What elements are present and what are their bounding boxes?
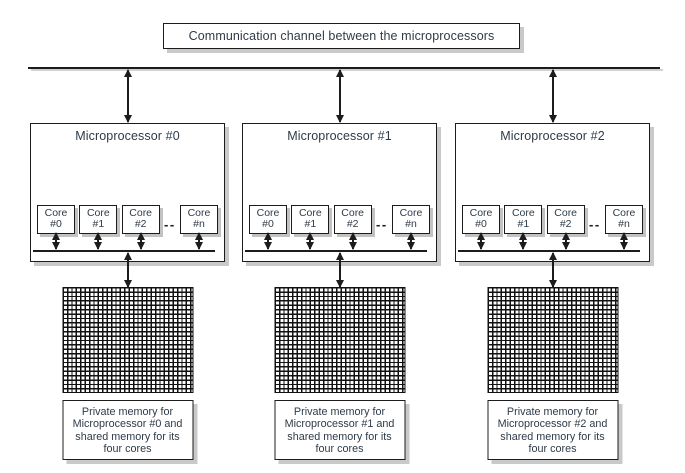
- double-arrow-icon: [267, 233, 269, 249]
- core-box: Core #0: [462, 205, 500, 249]
- double-arrow-icon: [522, 233, 525, 249]
- core-box: Core #2: [333, 205, 372, 249]
- double-arrow-icon: [139, 233, 142, 249]
- microprocessor-box-2: Microprocessor #2 Core #0 Core #1 Core #…: [455, 123, 650, 262]
- internal-bus-line: [245, 250, 427, 252]
- microprocessor-box-1: Microprocessor #1 Core #0 Core #1 Core #…: [242, 123, 437, 262]
- cores-row: Core #0 Core #1 Core #2 -- Core #n: [37, 205, 218, 249]
- core-label-line: #1: [304, 218, 317, 230]
- core-label-line: #0: [475, 218, 487, 230]
- caption-line: four cores: [528, 443, 577, 456]
- double-arrow-icon: [480, 233, 482, 249]
- core-label-line: Core: [341, 206, 365, 219]
- memory-grid: [62, 287, 193, 393]
- caption-line: Private memory for: [81, 405, 174, 418]
- core-label-line: #1: [92, 218, 105, 230]
- memory-grid: [274, 287, 405, 393]
- core-label-line: Core: [129, 206, 153, 219]
- communication-channel-label: Communication channel between the microp…: [188, 29, 495, 43]
- double-arrow-icon: [309, 233, 312, 249]
- core-label-line: #0: [50, 218, 62, 230]
- double-arrow-icon: [338, 70, 341, 122]
- microprocessor-title: Microprocessor #2: [500, 129, 605, 143]
- core-label-line: #1: [517, 218, 530, 230]
- double-arrow-icon: [55, 233, 57, 249]
- core-label-line: Core: [612, 206, 636, 219]
- core-label-line: Core: [256, 206, 280, 219]
- caption-line: Private memory for: [293, 405, 386, 418]
- core-box: Core #0: [37, 205, 75, 249]
- core-label-line: #2: [559, 218, 572, 230]
- double-arrow-icon: [351, 233, 354, 249]
- core-label-line: #2: [134, 218, 147, 230]
- caption-line: shared memory for its: [287, 430, 392, 443]
- core-label-line: Core: [44, 206, 68, 219]
- caption-line: four cores: [103, 443, 152, 456]
- core-box: Core #1: [504, 205, 543, 249]
- core-label-line: #n: [618, 218, 630, 230]
- core-box: Core #n: [604, 205, 643, 249]
- memory-caption-box: Private memory for Microprocessor #2 and…: [487, 400, 618, 460]
- cores-ellipsis: --: [375, 217, 388, 232]
- processor-column-1: Microprocessor #1 Core #0 Core #1 Core #…: [242, 0, 437, 473]
- double-arrow-icon: [197, 233, 200, 249]
- microprocessor-box-0: Microprocessor #0 Core #0 Core #1 Core #…: [30, 123, 225, 262]
- core-label-line: #2: [346, 218, 359, 230]
- core-label-line: #n: [405, 218, 417, 230]
- core-label-line: Core: [298, 206, 322, 219]
- memory-caption-box: Private memory for Microprocessor #1 and…: [274, 400, 405, 460]
- core-label-line: Core: [511, 206, 535, 219]
- core-label-line: #n: [193, 218, 205, 230]
- cores-row: Core #0 Core #1 Core #2 -- Core #n: [249, 205, 430, 249]
- cores-ellipsis: --: [163, 217, 176, 232]
- caption-line: shared memory for its: [500, 430, 605, 443]
- core-box: Core #0: [249, 205, 287, 249]
- core-box: Core #n: [391, 205, 430, 249]
- caption-line: shared memory for its: [75, 430, 180, 443]
- caption-line: Private memory for: [506, 405, 599, 418]
- core-label-line: Core: [554, 206, 578, 219]
- internal-bus-line: [33, 250, 215, 252]
- double-arrow-icon: [338, 253, 341, 287]
- memory-grid: [487, 287, 618, 393]
- microprocessor-title: Microprocessor #1: [287, 129, 392, 143]
- core-label-line: Core: [399, 206, 423, 219]
- double-arrow-icon: [551, 70, 554, 122]
- system-bus-line: [28, 67, 660, 70]
- core-box: Core #2: [121, 205, 160, 249]
- cores-row: Core #0 Core #1 Core #2 -- Core #n: [462, 205, 643, 249]
- double-arrow-icon: [126, 70, 129, 122]
- cores-ellipsis: --: [588, 217, 601, 232]
- double-arrow-icon: [409, 233, 412, 249]
- communication-channel-box: Communication channel between the microp…: [163, 23, 520, 49]
- double-arrow-icon: [564, 233, 567, 249]
- core-label-line: Core: [469, 206, 493, 219]
- core-label-line: Core: [187, 206, 211, 219]
- core-label-line: Core: [86, 206, 110, 219]
- microprocessor-title: Microprocessor #0: [75, 129, 180, 143]
- core-label-line: #0: [262, 218, 274, 230]
- core-box: Core #1: [291, 205, 330, 249]
- double-arrow-icon: [622, 233, 625, 249]
- memory-caption-box: Private memory for Microprocessor #0 and…: [62, 400, 193, 460]
- caption-line: four cores: [315, 443, 364, 456]
- double-arrow-icon: [97, 233, 100, 249]
- core-box: Core #n: [179, 205, 218, 249]
- processor-column-2: Microprocessor #2 Core #0 Core #1 Core #…: [455, 0, 650, 473]
- caption-line: Microprocessor #1 and: [284, 418, 395, 431]
- caption-line: Microprocessor #2 and: [497, 418, 608, 431]
- double-arrow-icon: [126, 253, 129, 287]
- core-box: Core #2: [546, 205, 585, 249]
- internal-bus-line: [458, 250, 640, 252]
- core-box: Core #1: [79, 205, 118, 249]
- double-arrow-icon: [551, 253, 554, 287]
- caption-line: Microprocessor #0 and: [72, 418, 183, 431]
- processor-column-0: Microprocessor #0 Core #0 Core #1 Core #…: [30, 0, 225, 473]
